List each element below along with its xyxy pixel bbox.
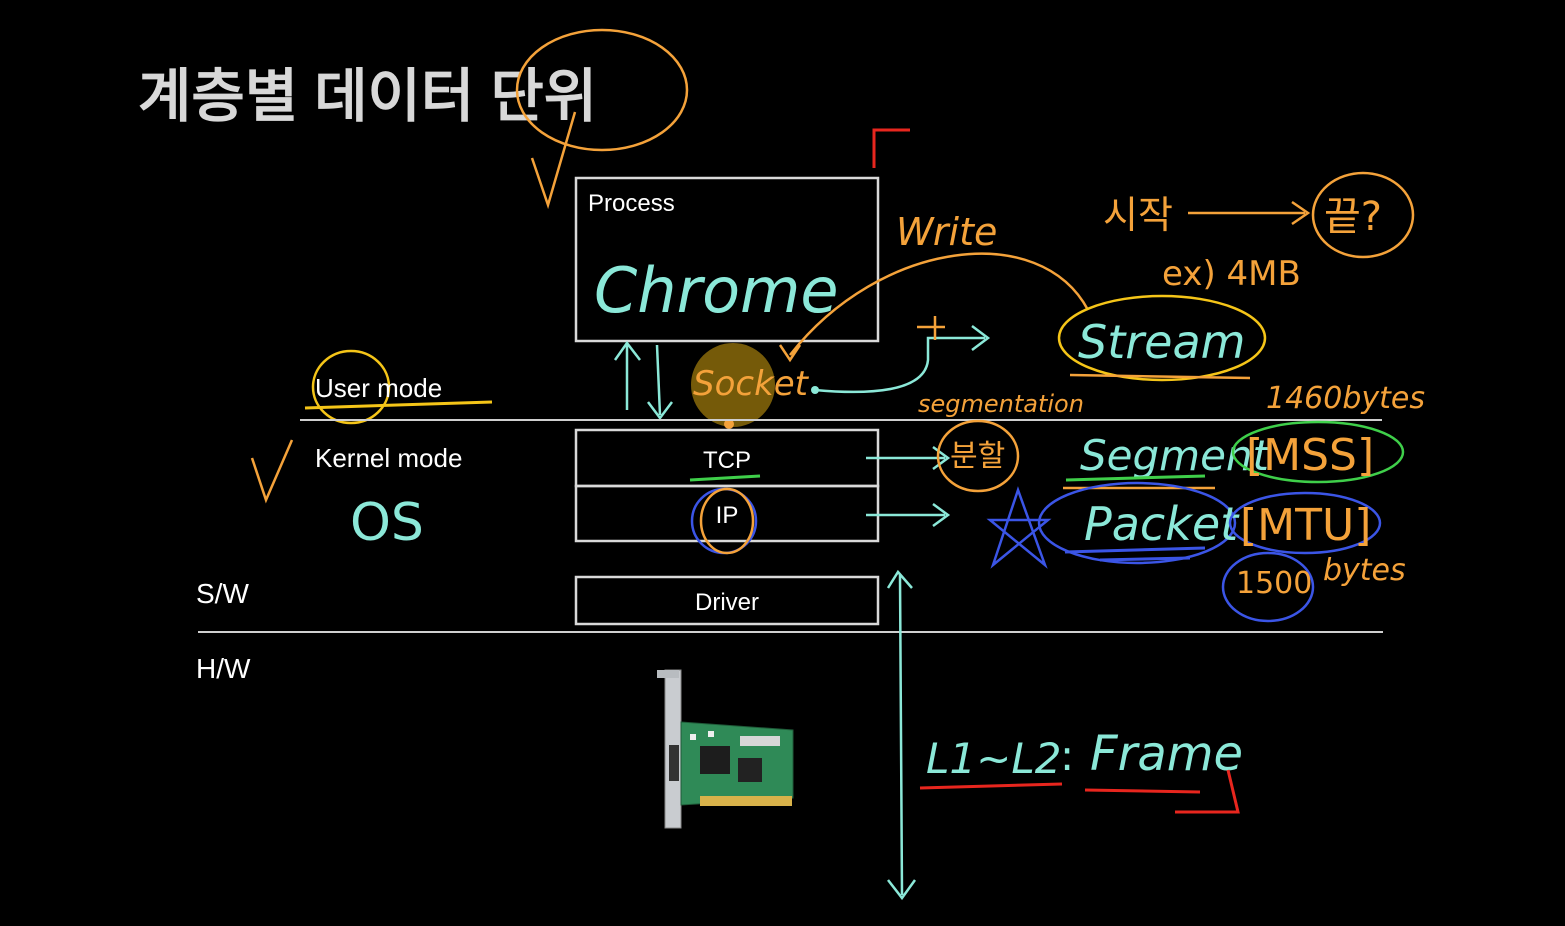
colon-label: : — [1060, 731, 1074, 780]
bytes-1500-unit: bytes — [1323, 553, 1406, 588]
split-label: 분할 — [950, 439, 1005, 474]
hw-label: H/W — [196, 653, 251, 684]
start-label: 시작 — [1103, 193, 1173, 237]
socket-highlight — [691, 343, 775, 427]
example-size-label: ex) 4MB — [1162, 254, 1301, 294]
mtu-label: [MTU] — [1240, 500, 1371, 551]
stream-circle — [1057, 294, 1267, 382]
driver-box — [574, 575, 880, 626]
network-card-image — [657, 669, 794, 829]
chrome-label: Chrome — [594, 254, 839, 327]
user-mode-underline — [304, 400, 493, 410]
star-mark — [986, 486, 1052, 569]
red-corner-mark — [872, 128, 910, 168]
socket-dot — [724, 419, 734, 429]
os-label: OS — [350, 493, 424, 553]
up-arrow-process — [613, 340, 641, 410]
socket-label: Socket — [693, 364, 810, 404]
process-box — [574, 176, 880, 343]
socket-output-dot — [811, 386, 819, 394]
mss-label: [MSS] — [1246, 430, 1374, 481]
socket-to-stream-arrow — [814, 325, 991, 394]
user-mode-label: User mode — [315, 373, 442, 403]
end-circle — [1311, 171, 1415, 259]
segment-underline-green — [1065, 474, 1206, 482]
start-to-end-arrow — [1188, 200, 1311, 226]
ip-label: IP — [716, 502, 739, 529]
tcp-label: TCP — [703, 447, 751, 474]
down-arrow-socket — [647, 344, 673, 421]
driver-label: Driver — [695, 589, 759, 616]
write-label: Write — [896, 210, 997, 254]
kernel-mode-label: Kernel mode — [315, 443, 462, 473]
tcp-underline — [689, 474, 761, 482]
split-circle — [936, 419, 1020, 493]
process-label: Process — [588, 190, 675, 217]
plus-mark — [917, 316, 945, 340]
title-check-mark — [530, 111, 577, 210]
mss-circle — [1231, 420, 1405, 484]
l1l2-label: L1~L2 — [926, 734, 1061, 783]
stream-label: Stream — [1078, 315, 1245, 369]
segment-label: Segment — [1080, 431, 1271, 480]
bytes-1500-number: 1500 — [1236, 566, 1312, 601]
title-circle-annotation — [515, 28, 689, 152]
packet-label: Packet — [1084, 497, 1240, 551]
vertical-double-arrow — [886, 569, 917, 901]
mtu-circle — [1228, 491, 1382, 555]
user-circle — [311, 349, 391, 425]
kernel-check-mark — [250, 439, 294, 504]
end-label: 끝? — [1324, 194, 1382, 240]
frame-underline — [1084, 769, 1240, 814]
bytes-1500-circle — [1221, 551, 1315, 623]
ip-box — [574, 484, 880, 543]
segmentation-label: segmentation — [918, 390, 1084, 418]
write-curve-arrow — [778, 252, 1090, 363]
ip-right-arrow — [866, 502, 951, 528]
bytes-1460-label: 1460bytes — [1266, 381, 1425, 416]
packet-circle — [1037, 481, 1237, 565]
stream-underline — [1069, 373, 1251, 380]
packet-underline — [1064, 546, 1206, 562]
l1l2-underline — [919, 782, 1063, 790]
sw-label: S/W — [196, 578, 249, 609]
frame-label: Frame — [1090, 726, 1243, 782]
ip-orange-circle — [699, 487, 755, 555]
